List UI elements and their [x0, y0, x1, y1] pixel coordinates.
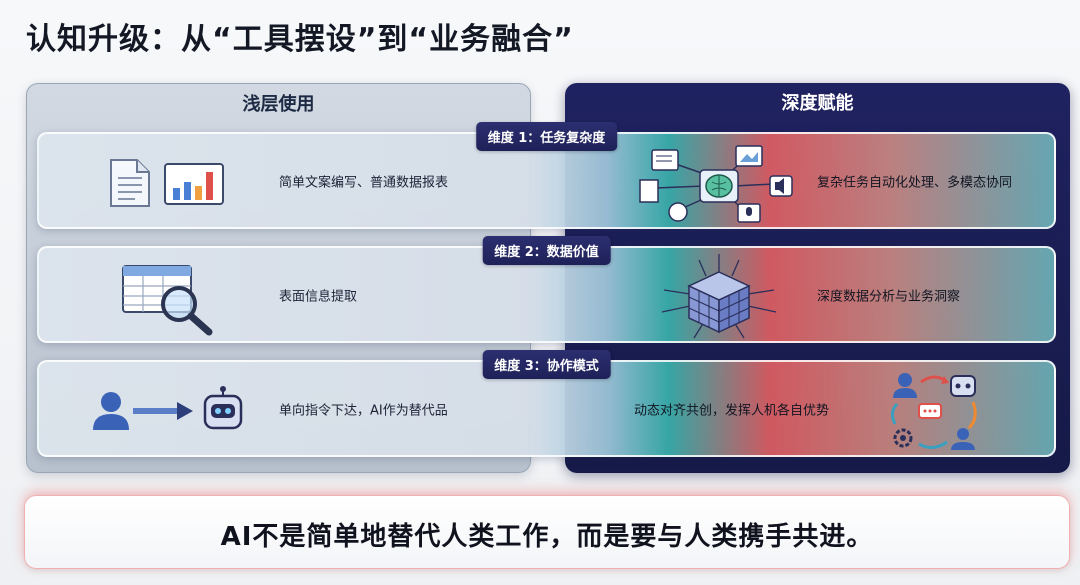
document-icon [110, 159, 150, 207]
dimension-badge-1: 维度 1：任务复杂度 [475, 122, 618, 151]
deep-task-text: 复杂任务自动化处理、多模态协同 [817, 175, 1013, 190]
dimension-badge-3: 维度 3：协作模式 [482, 350, 611, 379]
bar-chart-icon [164, 163, 224, 205]
robot-icon [203, 386, 243, 430]
page-title: 认知升级：从“工具摆设”到“业务融合” [26, 22, 574, 57]
dimension-badge-2: 维度 2：数据价值 [482, 236, 611, 265]
shallow-collab-text: 单向指令下达，AI作为替代品 [279, 403, 448, 418]
shallow-data-text: 表面信息提取 [279, 289, 358, 304]
deep-collab-text: 动态对齐共创，发挥人机各自优势 [634, 403, 830, 418]
conclusion-text: AI不是简单地替代人类工作，而是要与人类携手共进。 [220, 522, 874, 552]
deep-empowerment-title: 深度赋能 [781, 93, 854, 114]
deep-data-text: 深度数据分析与业务洞察 [817, 289, 961, 304]
dimension-row-2: 维度 2：数据价值 表面信息提取 [37, 236, 1056, 343]
human-ai-cycle-icon [890, 373, 977, 450]
dimension-row-1: 维度 1：任务复杂度 简单文案编写、普通数据报表 [37, 122, 1056, 229]
shallow-task-text: 简单文案编写、普通数据报表 [279, 175, 449, 190]
arrow-right-icon [133, 402, 193, 420]
multimodal-brain-network-icon [639, 145, 793, 223]
spreadsheet-magnifier-icon [122, 265, 213, 336]
user-icon [93, 392, 129, 430]
dimension-row-3: 维度 3：协作模式 单向指令下达，AI作为替代品 动态对齐共创，发挥人机各自优势 [37, 350, 1056, 457]
conclusion-banner: AI不是简单地替代人类工作，而是要与人类携手共进。 [24, 495, 1070, 569]
data-cube-icon [661, 254, 777, 339]
shallow-usage-title: 浅层使用 [242, 94, 315, 115]
